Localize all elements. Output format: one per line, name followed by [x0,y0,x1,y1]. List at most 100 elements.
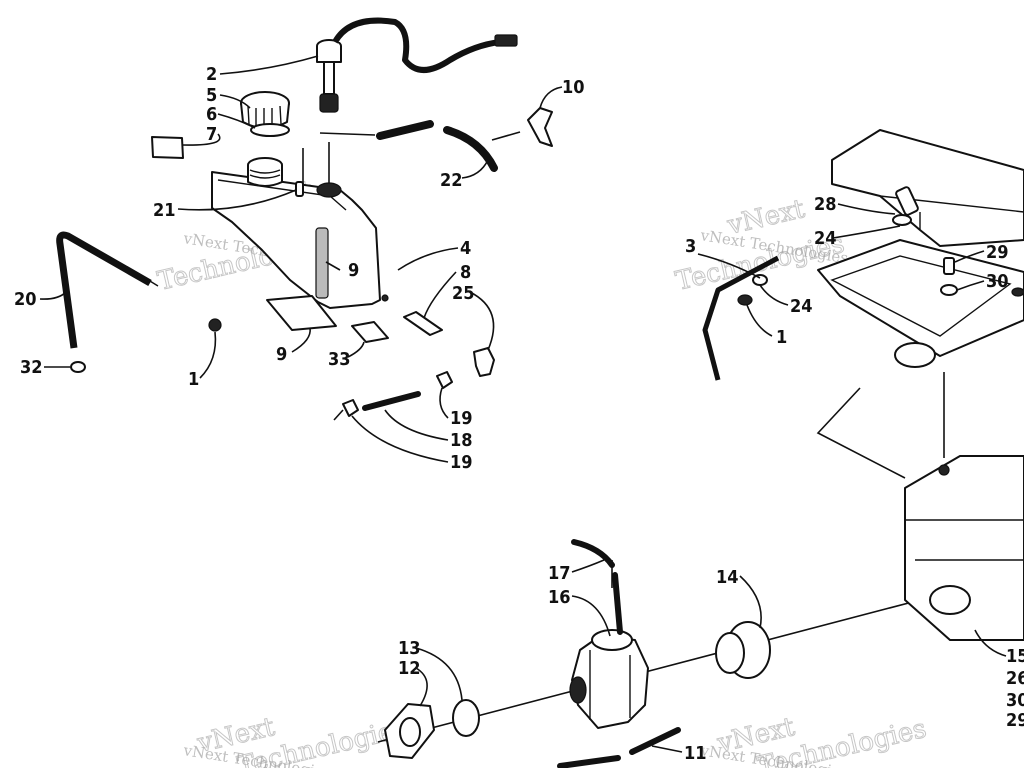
sender-wire [332,17,501,73]
callout-30-lower: 30 [1006,690,1024,711]
edge-nut [1011,287,1024,297]
leader-line [759,284,789,306]
callout-22: 22 [440,170,463,191]
tank-rod [56,231,222,373]
leader-line [956,280,985,291]
bolt [943,257,955,275]
air-box-rod [702,255,780,381]
callout-20: 20 [14,289,37,310]
rod-nut [70,361,86,373]
washer [892,214,912,226]
leader-lines [39,55,1007,753]
carb-flange-opening [399,717,421,747]
leader-line [351,415,449,463]
callout-29-upper: 29 [986,242,1009,263]
callout-9-upper: 9 [348,260,359,281]
leader-line [469,291,495,351]
washer [752,274,768,286]
rod-bent [56,231,152,349]
callout-18: 18 [450,430,473,451]
callout-19-lower: 19 [450,452,473,473]
tank-pad [351,321,389,343]
air-silencer-port [929,585,971,615]
leader-line [325,261,341,271]
tank-strap [266,295,337,331]
leader-line [217,113,256,129]
callout-11: 11 [684,743,707,764]
leader-line [199,331,217,379]
intake-boot-opening [715,632,745,674]
callout-24-upper: 24 [814,228,837,249]
vent-nipple [295,181,304,197]
leader-line [571,559,605,573]
leader-line [219,55,319,75]
callout-26: 26 [1006,668,1024,689]
carburetor-bore [569,676,587,704]
leader-line [461,159,489,179]
sender-tube [323,61,335,95]
filter-screw [895,186,919,216]
callout-30-upper: 30 [986,271,1009,292]
leader-line [746,304,773,337]
carb-vent-hose [571,539,615,568]
carburetor-top [591,629,633,651]
leader-line [539,86,563,109]
fuel-sender [316,17,518,113]
leader-line [954,250,985,263]
gas-cap [240,91,290,137]
fuel-decal [151,136,184,159]
filler-neck-threads [249,169,281,179]
fuel-line-end [333,409,344,421]
rod-thread [73,277,159,346]
callout-6: 6 [206,104,217,125]
vent-valve-body [527,107,553,147]
callout-29-lower: 29 [1006,710,1024,731]
callout-25: 25 [452,283,475,304]
fuel-tank [211,171,381,309]
callout-1: 1 [188,369,199,390]
fuel-hose-11b [629,727,681,755]
washer [940,284,958,296]
leader-line [423,271,457,319]
mount-bolt [938,464,950,476]
leader-line [384,409,449,441]
vent-hose-curved [443,126,498,172]
carburetor-detail [589,650,631,720]
elbow-fitting [473,347,495,377]
watermark-text: vNext [724,194,808,241]
callout-21: 21 [153,200,176,221]
leader-line [181,133,221,146]
callout-4: 4 [460,238,471,259]
leader-line [832,225,901,239]
fuel-fitting-group [333,347,495,421]
leader-line [219,94,251,109]
air-silencer-box [904,455,1024,641]
callout-33: 33 [328,349,351,370]
air-box-lid-port [894,342,936,368]
foam-filter [831,129,1024,247]
tank-spacer [403,311,443,336]
filler-neck-body [247,165,283,187]
leader-line [739,575,762,629]
sender-float [319,93,339,113]
air-box-lid-inner [830,255,1012,337]
callout-labels: 2 5 6 7 10 22 21 4 9 8 25 20 32 1 9 33 1… [14,64,1024,764]
leader-line [415,667,428,707]
vent-valve [527,107,553,147]
leader-line [837,203,896,215]
leader-line [415,647,463,701]
callout-17: 17 [548,563,571,584]
callout-5: 5 [206,85,217,106]
callout-15: 15 [1006,646,1024,667]
leader-line [347,341,365,358]
air-box-lid [817,239,1024,357]
callout-16: 16 [548,587,571,608]
callout-28: 28 [814,194,837,215]
watermark-layer: vNext Technologies vNext Technologies vN… [154,174,929,768]
sender-body [316,46,342,63]
hose-clamp [436,371,453,389]
tank-drain-fitting [381,294,389,302]
leader-line [397,247,459,271]
callout-1-right: 1 [776,327,787,348]
